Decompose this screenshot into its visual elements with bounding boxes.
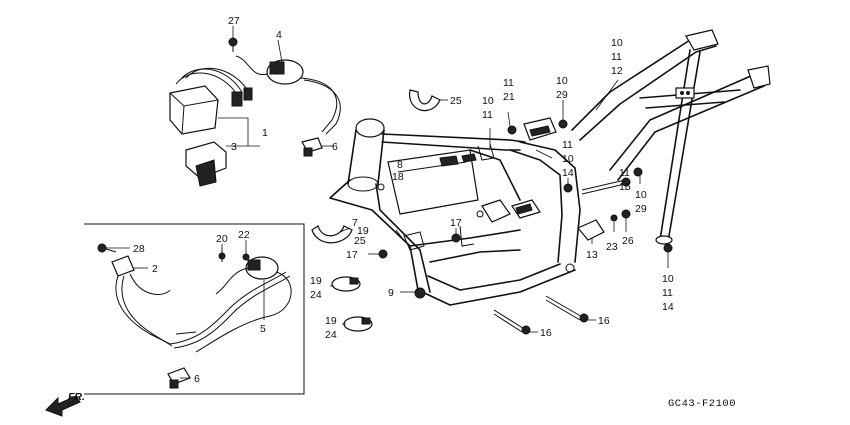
callout-17-a: 17 [450,217,462,229]
band-19-25 [311,225,353,244]
rear-subframe [571,29,771,245]
callout-24-a: 24 [310,289,322,301]
callout-11-f: 11 [662,287,673,299]
callout-11-a: 11 [482,109,493,121]
callout-14-a: 14 [562,167,574,179]
callout-3: 3 [231,141,237,153]
callout-19-b: 19 [310,275,322,287]
callout-4: 4 [276,29,282,41]
callout-19-c: 19 [325,315,337,327]
spark-plug-cap-upper [301,137,323,157]
leader-lines [106,26,669,379]
callout-15: 15 [619,181,631,193]
callout-19-a: 19 [357,225,369,237]
callout-10-c: 10 [562,153,574,165]
ignition-coil [235,55,341,135]
bolts-rear [558,119,673,253]
callout-17-b: 17 [346,249,358,261]
direction-arrow [45,395,81,417]
band-19-24a [331,276,361,292]
callout-7: 7 [352,217,358,229]
callout-20: 20 [216,233,228,245]
band-19-24b [343,316,373,332]
callout-28: 28 [133,243,145,255]
rubber-13 [577,219,605,241]
callout-11-b: 11 [503,77,514,89]
diagram-code: GC43-F2100 [668,398,736,410]
main-frame [329,117,581,306]
callout-1: 1 [262,127,268,139]
callout-10-b: 10 [556,75,568,87]
callout-24-b: 24 [325,329,337,341]
callout-23: 23 [606,241,618,253]
callout-14-b: 14 [662,301,674,313]
callout-13: 13 [586,249,598,261]
bolt-16-a [545,295,589,323]
callout-2: 2 [152,263,158,275]
callout-22: 22 [238,229,250,241]
callout-6-inset: 6 [194,373,200,385]
callout-10-e: 10 [635,189,647,201]
inset-box [84,223,305,395]
callout-27: 27 [228,15,240,27]
cdi-bracket [185,141,227,187]
callout-6-upper: 6 [332,141,338,153]
callout-10-a: 10 [482,95,494,107]
callout-11-e: 11 [619,167,630,179]
band-25-upper [409,89,441,112]
ignition-coil-inset [195,248,292,353]
callout-21: 21 [503,91,515,103]
callout-5: 5 [260,323,266,335]
callout-10-d: 10 [611,37,623,49]
callout-16-a: 16 [598,315,610,327]
callout-8: 8 [397,159,403,171]
bolt-16-b [493,309,531,335]
callout-11-d: 11 [611,51,622,63]
callout-18: 18 [392,171,404,183]
callout-29-a: 29 [556,89,568,101]
callout-11-c: 11 [562,139,573,151]
direction-label: FR. [68,391,85,403]
cdi-unit [169,67,253,135]
callout-labels: 27 4 1 3 6 25 8 18 10 11 11 21 10 29 11 … [133,15,674,385]
callout-9: 9 [388,287,394,299]
callout-16-b: 16 [540,327,552,339]
bolt-27 [228,37,238,52]
callout-29-b: 29 [635,203,647,215]
wire-harness [97,243,291,349]
callout-25-b: 25 [354,235,366,247]
callout-25-upper: 25 [450,95,462,107]
callout-10-f: 10 [662,273,674,285]
callout-26: 26 [622,235,634,247]
callout-12: 12 [611,65,623,77]
